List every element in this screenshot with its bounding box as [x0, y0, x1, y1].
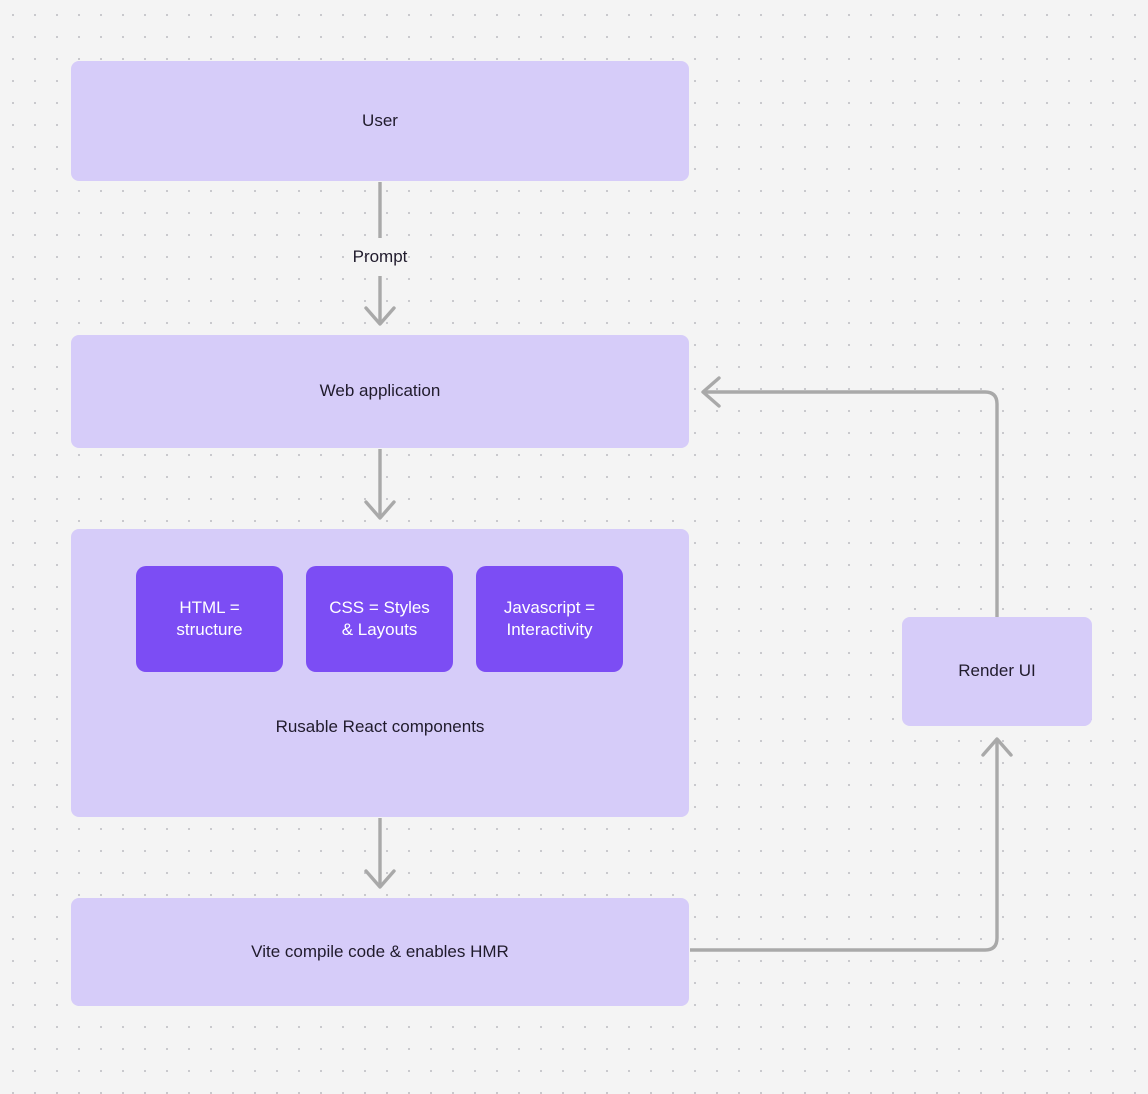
node-css-label-line1: CSS = Styles — [329, 597, 430, 617]
node-javascript[interactable]: Javascript = Interactivity — [476, 566, 623, 672]
edge-segment — [690, 741, 999, 952]
node-javascript-label-line1: Javascript = — [503, 597, 596, 617]
node-vite-label: Vite compile code & enables HMR — [251, 941, 509, 961]
arrowhead-down — [364, 306, 396, 326]
node-css-label: CSS = Styles & Layouts — [329, 597, 430, 642]
node-render-ui-label: Render UI — [958, 661, 1036, 681]
arrowhead-down — [364, 500, 396, 520]
node-web-application-label: Web application — [319, 381, 441, 401]
arrowhead-down — [364, 869, 396, 889]
node-html-label-line2: structure — [176, 620, 243, 639]
node-render-ui[interactable]: Render UI — [902, 617, 1092, 726]
node-vite[interactable]: Vite compile code & enables HMR — [71, 898, 689, 1006]
node-javascript-label: Javascript = Interactivity — [504, 597, 595, 642]
node-css[interactable]: CSS = Styles & Layouts — [306, 566, 453, 672]
edge-render-to-webapp — [701, 376, 999, 617]
node-web-application[interactable]: Web application — [71, 335, 689, 448]
node-user[interactable]: User — [71, 61, 689, 181]
edge-webapp-to-group — [364, 449, 396, 520]
node-javascript-label-line2: Interactivity — [506, 620, 593, 639]
edge-segment — [705, 390, 999, 617]
edge-vite-to-render — [690, 737, 1013, 952]
arrowhead-up — [981, 737, 1013, 757]
node-html-label: HTML = structure — [176, 597, 242, 642]
node-user-label: User — [362, 110, 398, 130]
node-css-label-line2: & Layouts — [341, 620, 418, 639]
edge-label-prompt: Prompt — [352, 247, 408, 266]
node-html-label-line1: HTML = — [179, 597, 240, 617]
edge-group-to-vite — [364, 818, 396, 889]
node-html[interactable]: HTML = structure — [136, 566, 283, 672]
arrowhead-left — [701, 376, 721, 408]
